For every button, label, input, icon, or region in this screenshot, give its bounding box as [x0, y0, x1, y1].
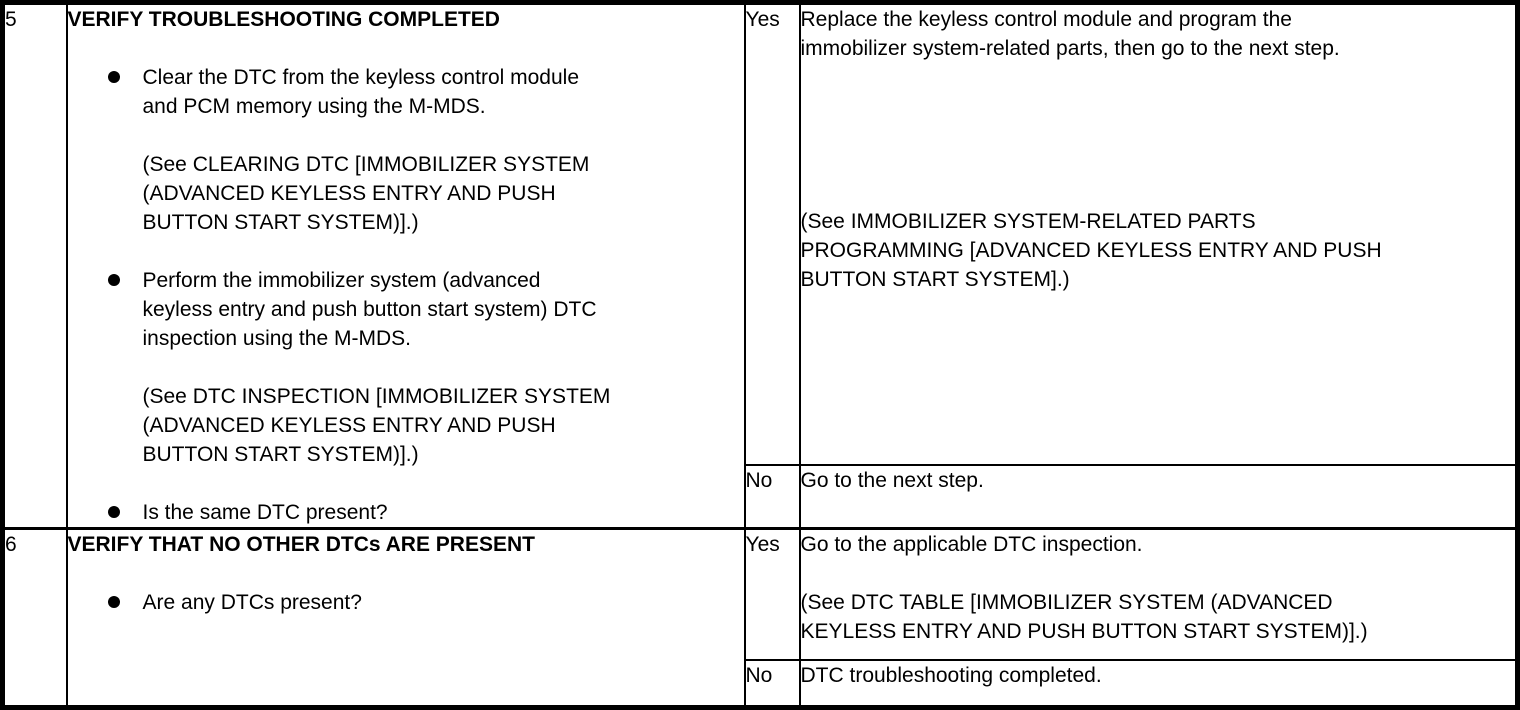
- outcome-label: No: [745, 663, 773, 687]
- step5-number-cell: 5: [1, 1, 68, 530]
- bullet-text: Are any DTCs present?: [142, 591, 362, 614]
- step5-no-label-cell: No: [743, 464, 801, 530]
- bullet-text: Is the same DTC present?: [142, 501, 388, 524]
- step6-yes-result-cell: Go to the applicable DTC inspection. (Se…: [798, 527, 1519, 661]
- see-reference: (See IMMOBILIZER SYSTEM-RELATED PARTS PR…: [800, 210, 1382, 291]
- list-item: Clear the DTC from the keyless control m…: [107, 63, 743, 237]
- bullet-icon: [107, 506, 120, 518]
- step5-action-cell: VERIFY TROUBLESHOOTING COMPLETED Clear t…: [65, 1, 746, 530]
- step5-yes-result-cell: Replace the keyless control module and p…: [798, 1, 1519, 467]
- result-text: Replace the keyless control module and p…: [800, 8, 1340, 60]
- step6-action-title: VERIFY THAT NO OTHER DTCs ARE PRESENT: [67, 533, 536, 556]
- bullet-icon: [107, 71, 120, 83]
- outcome-label: No: [745, 469, 773, 493]
- bullet-text: Clear the DTC from the keyless control m…: [142, 66, 580, 118]
- step5-yes-label-cell: Yes: [743, 1, 801, 467]
- step6-row: 6 VERIFY THAT NO OTHER DTCs ARE PRESENT …: [1, 527, 1519, 709]
- bullet-text: Perform the immobilizer system (advanced…: [142, 269, 597, 350]
- see-reference: (See DTC INSPECTION [IMMOBILIZER SYSTEM …: [142, 385, 611, 466]
- result-text: Go to the next step.: [800, 469, 984, 493]
- step5-row: 5 VERIFY TROUBLESHOOTING COMPLETED Clear…: [1, 1, 1519, 530]
- step6-number-cell: 6: [1, 527, 68, 709]
- step5-no-result-cell: Go to the next step.: [798, 464, 1519, 530]
- step6-no-row: No DTC troubleshooting completed.: [3, 658, 1519, 709]
- outcome-label: Yes: [745, 533, 780, 556]
- bullet-icon: [107, 274, 120, 286]
- step6-yes-label-cell: Yes: [743, 527, 801, 661]
- step-number: 5: [5, 8, 17, 31]
- outcome-label: Yes: [745, 8, 780, 31]
- list-item: Are any DTCs present?: [107, 588, 743, 617]
- list-item: Perform the immobilizer system (advanced…: [107, 266, 743, 469]
- see-reference: (See CLEARING DTC [IMMOBILIZER SYSTEM (A…: [142, 153, 590, 234]
- result-text: DTC troubleshooting completed.: [800, 663, 1102, 687]
- step6-no-result-cell: DTC troubleshooting completed.: [798, 658, 1519, 709]
- list-item: Is the same DTC present?: [107, 498, 743, 527]
- step-number: 6: [5, 533, 17, 556]
- step6-no-label-cell: No: [743, 658, 801, 709]
- step5-no-row: No Go to the next step.: [3, 464, 1519, 530]
- step6-action-cell: VERIFY THAT NO OTHER DTCs ARE PRESENT Ar…: [65, 527, 746, 709]
- step5-action-title: VERIFY TROUBLESHOOTING COMPLETED: [67, 8, 500, 31]
- see-reference: (See DTC TABLE [IMMOBILIZER SYSTEM (ADVA…: [800, 591, 1368, 643]
- result-text: Go to the applicable DTC inspection.: [800, 533, 1143, 556]
- bullet-icon: [107, 596, 120, 608]
